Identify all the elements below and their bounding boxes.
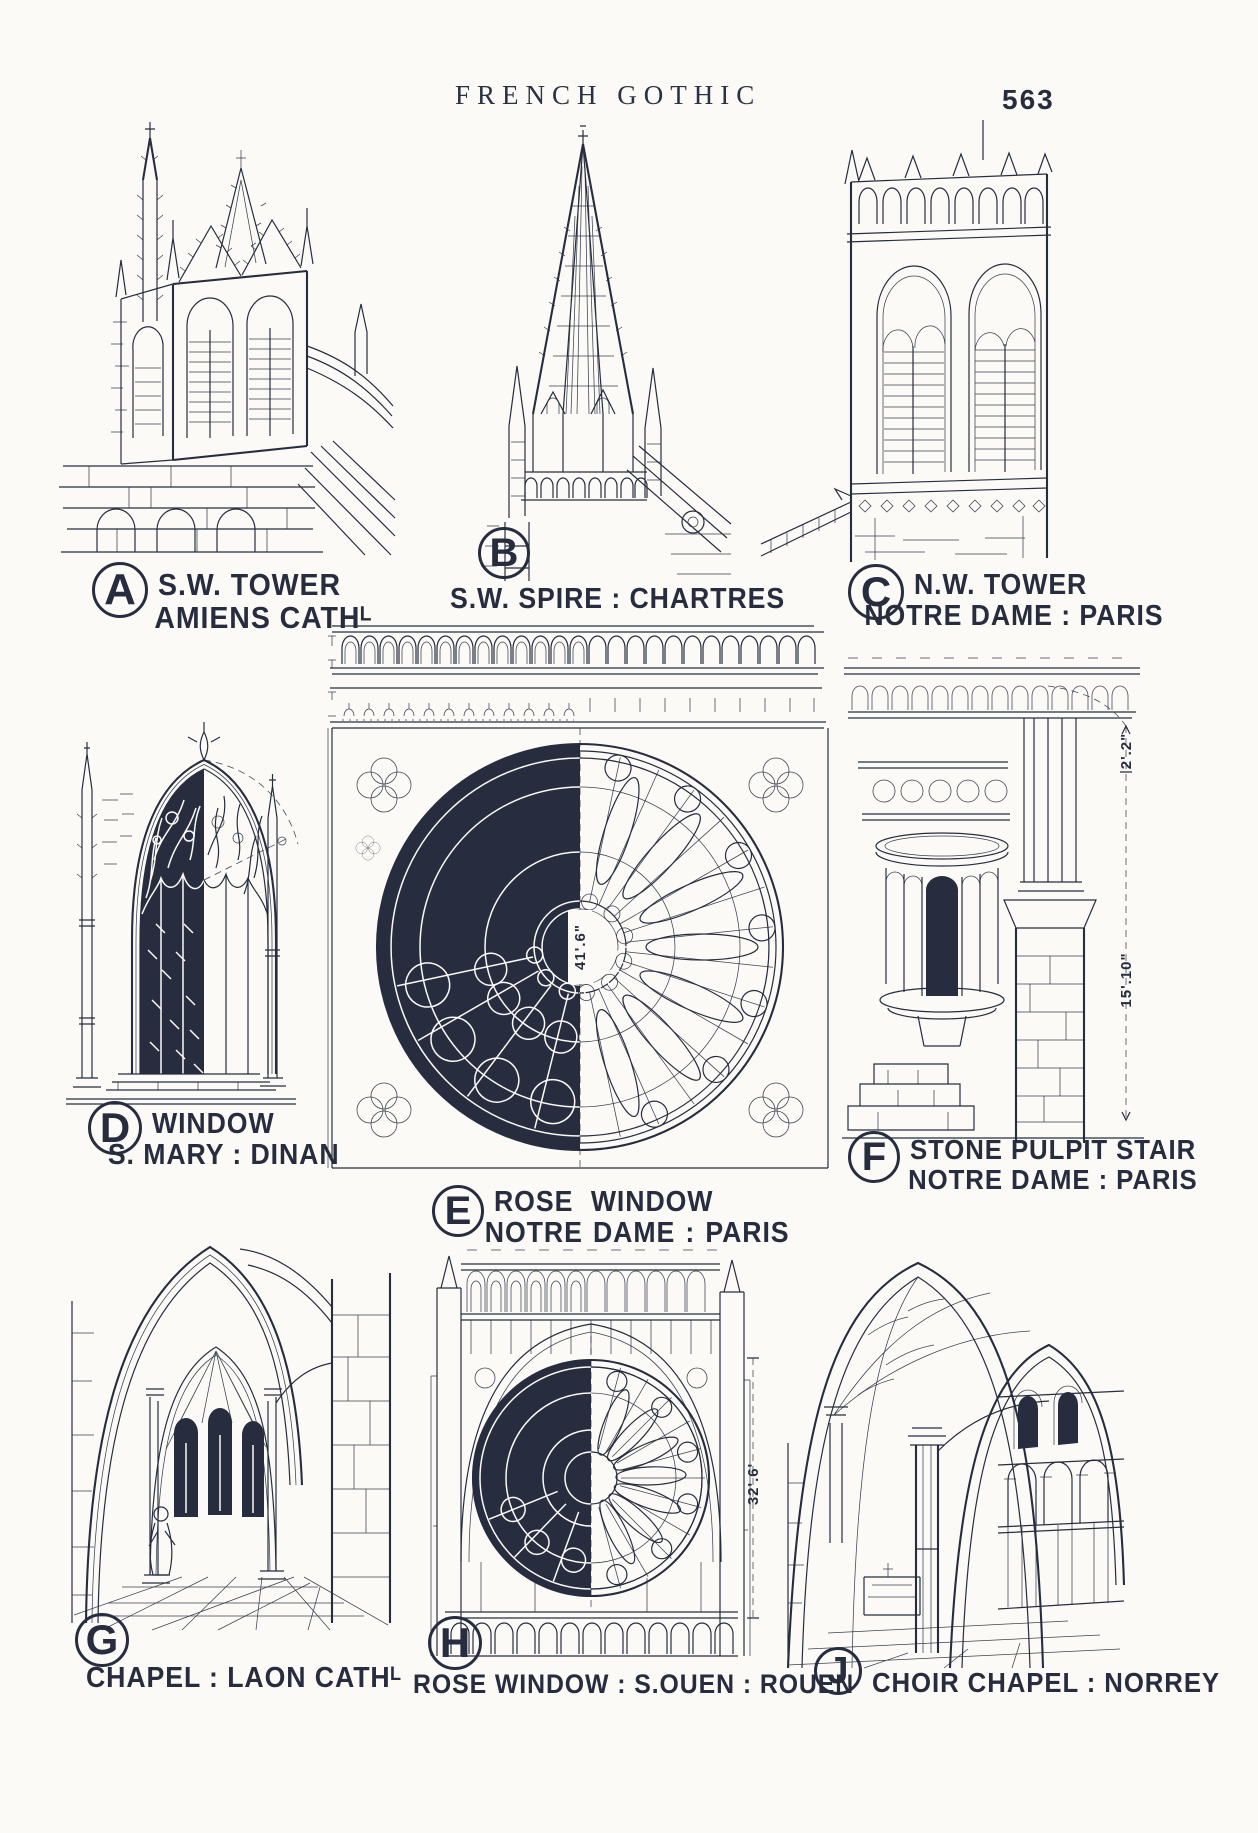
figure-d-letter: D [88,1101,142,1155]
figure-j-letter: J [814,1647,862,1695]
figure-f-drawing: 2'.2" 15'.10" [842,657,1144,1143]
figure-g-drawing [71,1245,392,1631]
figure-d-caption-line2: S. MARY : DINAN [107,1139,340,1172]
figure-c-drawing [760,120,1053,562]
figure-c-caption: C N.W. TOWER NOTRE DAME : PARIS [848,564,1185,633]
figure-a-caption-line1: S.W. TOWER [158,567,341,602]
figure-d-caption: D WINDOW S. MARY : DINAN [88,1101,356,1172]
figure-c-caption-line1: N.W. TOWER [914,569,1088,601]
figure-f-caption: F STONE PULPIT STAIR NOTRE DAME : PARIS [848,1131,1223,1195]
figure-f-caption-line2: NOTRE DAME : PARIS [908,1164,1198,1196]
page-title: FRENCH GOTHIC [455,80,762,110]
figure-h-caption: ROSE WINDOW : S.OUEN : ROUEN [413,1669,855,1699]
figure-a-drawing [59,122,396,556]
pulpit-height-dimension: 15'.10" [1118,952,1135,1007]
figure-c-caption-line2: NOTRE DAME : PARIS [864,600,1164,633]
figure-d-drawing [66,722,299,1105]
figure-d-caption-line1: WINDOW [152,1108,275,1140]
figure-j-drawing [786,1261,1126,1669]
figure-e-drawing: 41'.6" [327,625,829,1169]
figure-b-letter: B [478,527,530,579]
figure-a-caption-line2: AMIENS CATHᴸ [154,600,373,636]
figure-e-caption-line1: ROSE WINDOW [494,1186,714,1218]
figure-g-caption: CHAPEL : LAON CATHᴸ [86,1662,402,1694]
figure-f-caption-line1: STONE PULPIT STAIR [910,1134,1197,1165]
figure-f-letter: F [848,1131,900,1183]
figure-e-letter: E [432,1185,484,1237]
page-number: 563 [1002,84,1055,115]
figure-g-letter: G [75,1613,129,1667]
pulpit-rail-dimension: 2'.2" [1118,733,1135,770]
figure-e-caption: E ROSE WINDOW NOTRE DAME : PARIS [432,1185,815,1250]
figure-b-caption: S.W. SPIRE : CHARTRES [450,583,786,615]
figure-h-letter: H [428,1616,482,1670]
figure-c-letter: C [848,564,904,620]
figure-a-caption: A S.W. TOWER AMIENS CATHᴸ [92,562,391,635]
figure-j-caption: CHOIR CHAPEL : NORREY [872,1667,1221,1698]
figure-b-drawing [481,125,732,581]
ouen-rose-dimension: 32'.6' [745,1463,762,1505]
figure-e-caption-line2: NOTRE DAME : PARIS [484,1217,790,1250]
rose-diameter-dimension: 41'.6" [572,924,589,970]
figure-h-drawing: 32'.6' [430,1249,762,1657]
figure-a-letter: A [92,562,148,618]
